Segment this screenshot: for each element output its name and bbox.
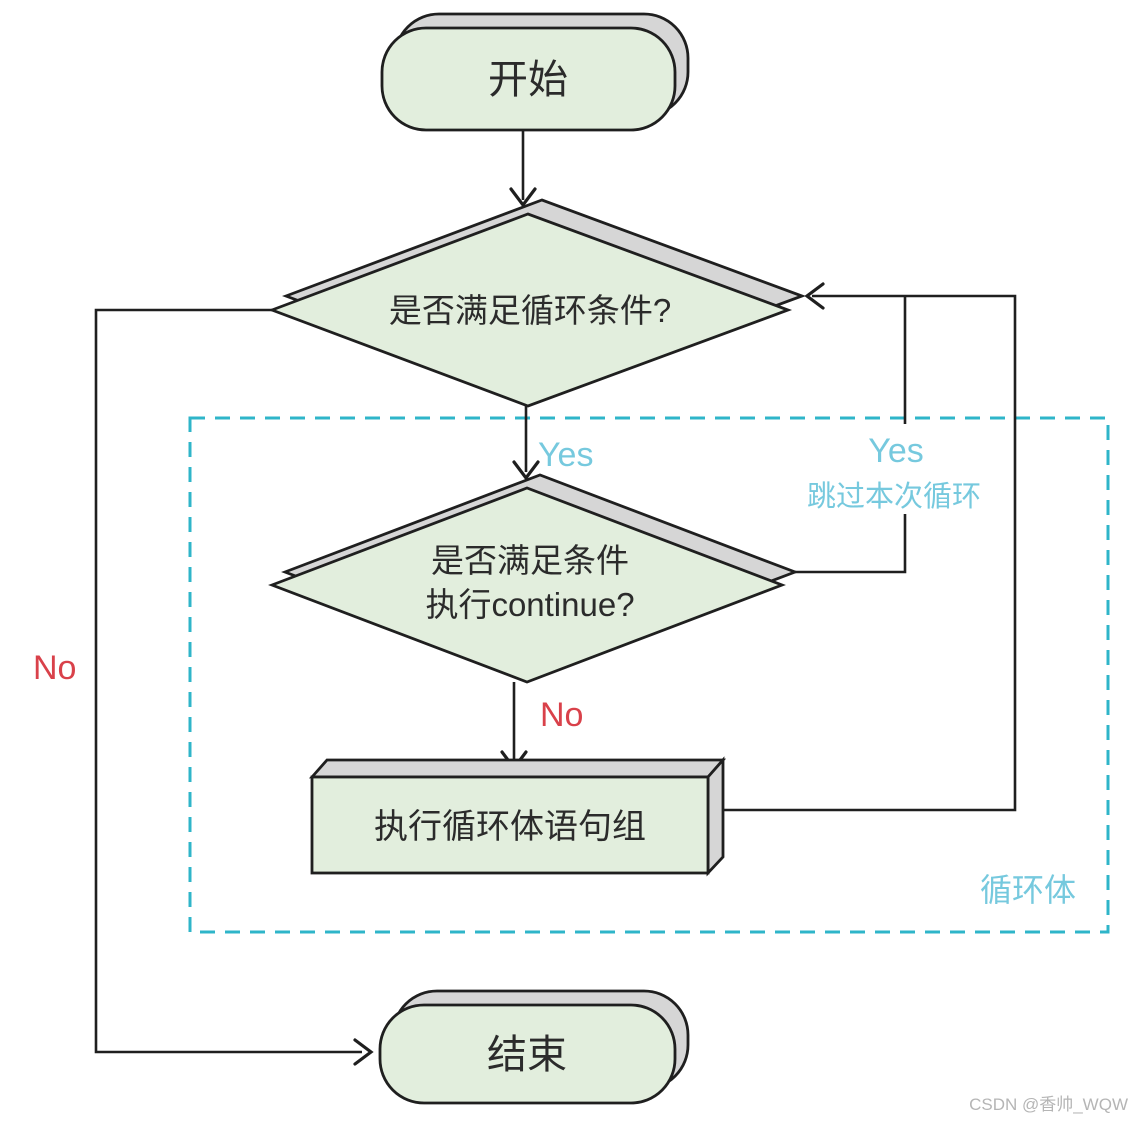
- cond-continue-label-line1: 是否满足条件: [431, 542, 629, 579]
- node-end: 结束: [378, 989, 690, 1105]
- label-skip-this-loop: 跳过本次循环: [807, 480, 981, 513]
- label-background: [778, 424, 1010, 514]
- label-yes-skip: Yes: [868, 432, 923, 470]
- node-start: 开始: [380, 12, 690, 132]
- cond-loop-label: 是否满足循环条件?: [389, 292, 671, 329]
- cond-continue-label-line2: 执行continue?: [425, 586, 634, 623]
- label-no-left: No: [33, 649, 76, 687]
- label-loop-body: 循环体: [980, 872, 1076, 908]
- edge-cond1-no-to-end: [94, 308, 362, 1054]
- label-no-down: No: [540, 696, 583, 734]
- watermark: CSDN @香帅_WQW: [969, 1095, 1128, 1114]
- arrow-down-icon: [512, 460, 540, 481]
- end-shape: [378, 1003, 677, 1105]
- arrow-right-icon: [353, 1038, 374, 1066]
- loop-body-dashed-border: [188, 416, 1110, 934]
- arrow-left-icon: [804, 282, 825, 310]
- loop-body-container: [188, 416, 1110, 934]
- body-top-face: [308, 758, 727, 779]
- edge-labels: Yes No No Yes 跳过本次循环 循环体: [33, 424, 1076, 908]
- edge-body-loopback-to-cond1: [723, 294, 1017, 812]
- edge-cond2-skip-to-cond1: [795, 296, 907, 574]
- node-cond-continue: 是否满足条件 执行continue?: [268, 473, 799, 684]
- node-cond-loop: 是否满足循环条件?: [268, 198, 807, 408]
- end-label: 结束: [487, 1033, 567, 1077]
- start-shape: [380, 26, 677, 132]
- cond-continue-shape: [268, 486, 786, 684]
- start-label: 开始: [488, 58, 568, 102]
- body-label: 执行循环体语句组: [374, 808, 646, 846]
- body-right-face: [706, 756, 725, 877]
- arrow-down-icon: [509, 187, 537, 208]
- node-body: 执行循环体语句组: [308, 756, 727, 877]
- connectors: [94, 131, 1017, 1066]
- cond-loop-shape: [268, 212, 793, 408]
- body-shape: [310, 775, 710, 875]
- label-yes-down: Yes: [538, 436, 593, 474]
